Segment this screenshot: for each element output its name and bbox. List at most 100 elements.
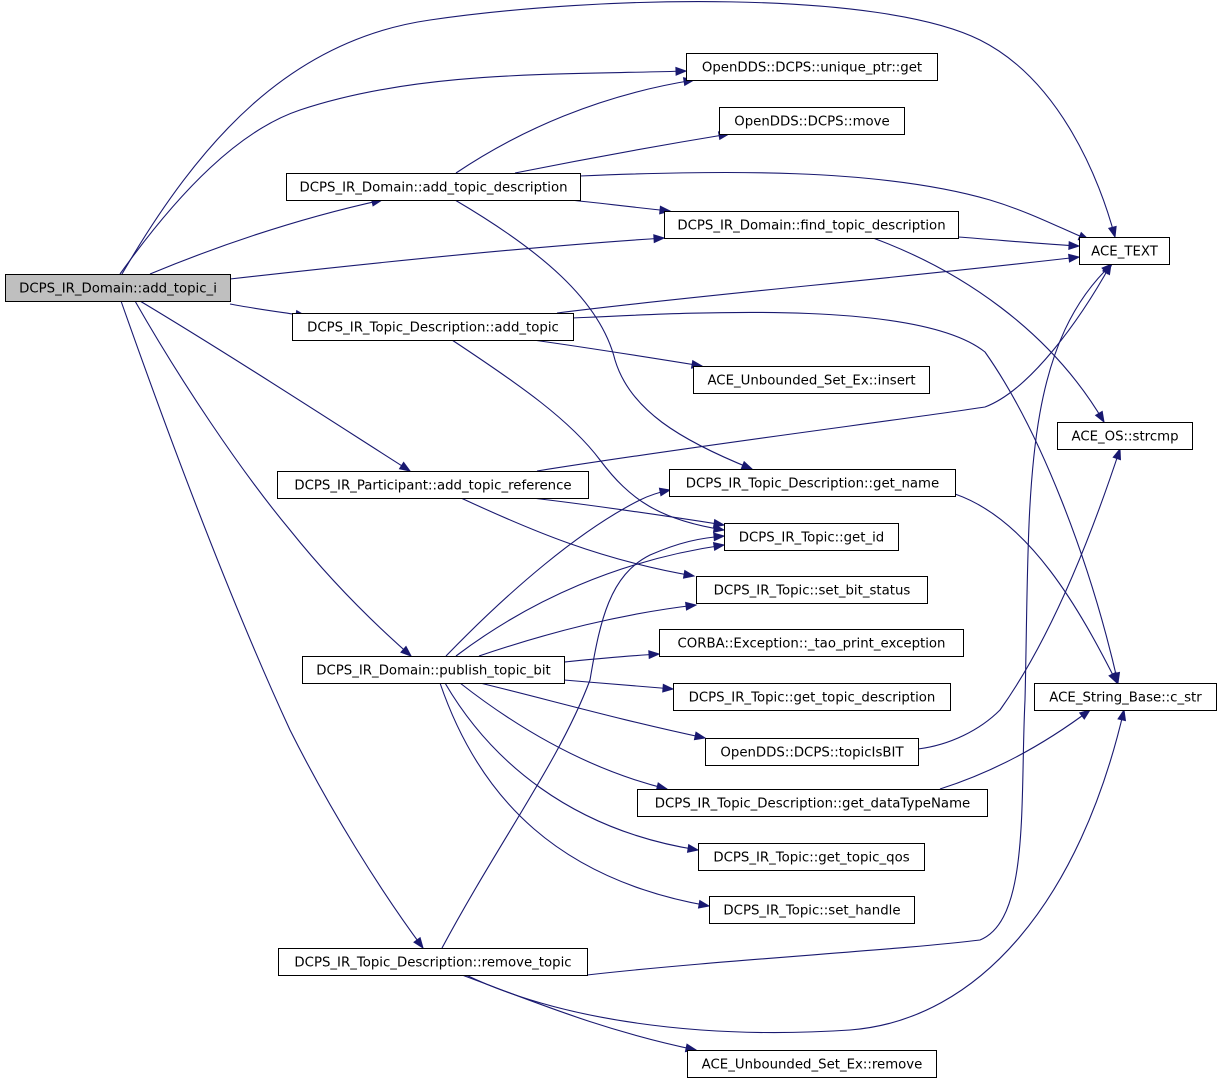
node-set-bit-status[interactable]: DCPS_IR_Topic::set_bit_status [696,576,928,604]
node-box[interactable] [664,211,959,239]
edge-publish-topic-bit-to-get-name [445,487,672,657]
edge-line [586,263,1113,976]
edge-line [569,199,671,212]
node-label: ACE_Unbounded_Set_Ex::insert [707,374,915,389]
node-box[interactable] [292,313,574,341]
node-c-str[interactable]: ACE_String_Base::c_str [1034,683,1217,711]
arrowhead [662,683,675,693]
edge-line [444,682,699,851]
node-move[interactable]: OpenDDS::DCPS::move [719,107,905,135]
node-add-topic-i[interactable]: DCPS_IR_Domain::add_topic_i [5,274,231,302]
node-box[interactable] [724,523,899,551]
node-label: DCPS_IR_Participant::add_topic_reference [294,479,571,494]
node-box[interactable] [719,107,905,135]
node-label: DCPS_IR_Domain::publish_topic_bit [316,664,551,679]
edge-line [459,682,668,790]
node-get-topic-qos[interactable]: DCPS_IR_Topic::get_topic_qos [698,843,925,871]
arrowhead [693,731,707,741]
arrowhead [648,650,661,660]
edge-line [514,133,730,174]
edge-add-topic-i-to-unique-ptr-get [119,66,688,275]
edge-line [939,709,1091,790]
node-box[interactable] [1057,422,1193,450]
node-box[interactable] [637,789,988,817]
node-box[interactable] [686,53,938,81]
edge-line [556,256,1080,314]
edge-line [149,199,383,275]
node-box[interactable] [693,366,930,394]
edge-get-datatypename-to-c-str [939,709,1092,790]
edge-remove-topic-to-get-id [441,532,726,949]
arrowhead [712,518,726,528]
edge-line [532,339,703,367]
edge-line [536,263,1112,472]
node-set-insert[interactable]: ACE_Unbounded_Set_Ex::insert [693,366,930,394]
edge-add-topic-description-to-move [514,131,731,174]
node-unique-ptr-get[interactable]: OpenDDS::DCPS::unique_ptr::get [686,53,938,81]
node-label: DCPS_IR_Topic::get_id [739,531,884,546]
arrowhead [686,843,700,853]
edge-line [465,709,1125,1034]
node-label: OpenDDS::DCPS::unique_ptr::get [702,61,922,76]
arrowhead [1068,240,1081,250]
edge-line [954,493,1118,684]
node-box[interactable] [278,948,588,976]
node-box[interactable] [277,471,589,499]
node-get-id[interactable]: DCPS_IR_Topic::get_id [724,523,899,551]
node-label: DCPS_IR_Topic::get_topic_qos [713,851,909,866]
node-box[interactable] [286,173,581,201]
node-add-topic-reference[interactable]: DCPS_IR_Participant::add_topic_reference [277,471,589,499]
node-find-topic-description[interactable]: DCPS_IR_Domain::find_topic_description [664,211,959,239]
node-label: DCPS_IR_Topic::get_topic_description [689,691,936,706]
edge-line [445,489,671,657]
arrowhead [1108,671,1118,685]
node-add-topic-description[interactable]: DCPS_IR_Domain::add_topic_description [286,173,581,201]
node-box[interactable] [659,629,964,657]
arrowhead [682,569,696,579]
edge-publish-topic-bit-to-set-bit-status [478,601,698,657]
node-box[interactable] [5,274,231,302]
node-tao-print[interactable]: CORBA::Exception::_tao_print_exception [659,629,964,657]
node-ace-text[interactable]: ACE_TEXT [1079,237,1170,265]
edge-line [455,544,725,657]
node-label: ACE_OS::strcmp [1071,430,1178,445]
node-get-name[interactable]: DCPS_IR_Topic_Description::get_name [669,469,956,497]
node-box[interactable] [705,738,919,766]
node-box[interactable] [709,896,915,924]
arrowhead [1068,253,1081,263]
node-box[interactable] [673,683,951,711]
arrowhead [1107,225,1117,239]
node-get-datatypename[interactable]: DCPS_IR_Topic_Description::get_dataTypeN… [637,789,988,817]
node-label: DCPS_IR_Topic_Description::get_name [686,477,939,492]
node-strcmp[interactable]: ACE_OS::strcmp [1057,422,1193,450]
edge-line [563,679,674,690]
node-set-remove[interactable]: ACE_Unbounded_Set_Ex::remove [687,1050,937,1078]
edge-publish-topic-bit-to-topicisbit [479,682,707,741]
node-box[interactable] [302,656,565,684]
edge-line [119,70,687,275]
edge-line [439,682,710,907]
node-topicisbit[interactable]: OpenDDS::DCPS::topicIsBIT [705,738,919,766]
edge-publish-topic-bit-to-tao-print [563,650,661,663]
arrowhead [675,66,688,76]
edge-get-name-to-c-str [954,493,1118,685]
node-box[interactable] [1079,237,1170,265]
edge-publish-topic-bit-to-get-datatypename [459,682,669,791]
edge-publish-topic-bit-to-get-id [455,542,726,657]
node-publish-topic-bit[interactable]: DCPS_IR_Domain::publish_topic_bit [302,656,565,684]
edge-line [479,682,706,739]
node-remove-topic[interactable]: DCPS_IR_Topic_Description::remove_topic [278,948,588,976]
arrowhead [658,487,672,497]
node-set-handle[interactable]: DCPS_IR_Topic::set_handle [709,896,915,924]
node-box[interactable] [687,1050,937,1078]
node-box[interactable] [1034,683,1217,711]
node-td-add-topic[interactable]: DCPS_IR_Topic_Description::add_topic [292,313,574,341]
node-box[interactable] [669,469,956,497]
arrowhead [1078,709,1092,720]
node-box[interactable] [696,576,928,604]
edge-td-add-topic-to-set-insert [532,339,704,369]
node-get-topic-description[interactable]: DCPS_IR_Topic::get_topic_description [673,683,951,711]
node-label: ACE_Unbounded_Set_Ex::remove [702,1058,923,1073]
node-box[interactable] [698,843,925,871]
arrowhead [1112,447,1122,461]
